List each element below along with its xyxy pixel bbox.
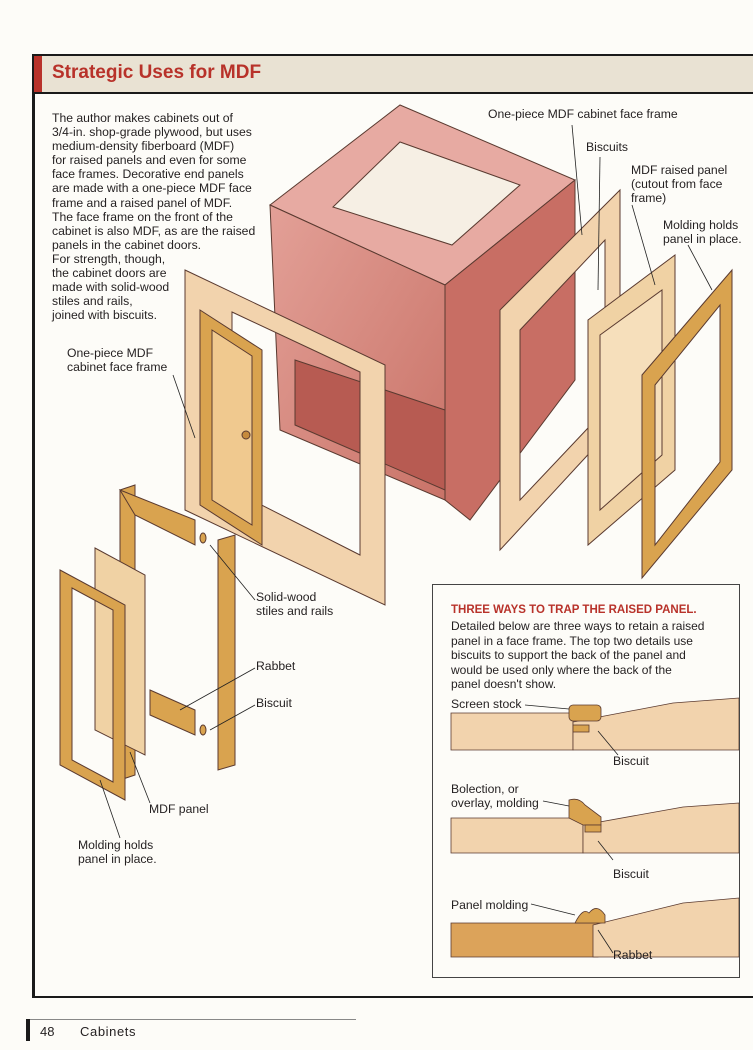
label-line: overlay, molding — [451, 796, 539, 811]
detail-bolection — [450, 798, 739, 861]
intro-line: made with solid-wood — [52, 280, 170, 295]
intro-line: the cabinet doors are — [52, 266, 167, 281]
label-screen-stock: Screen stock — [451, 697, 522, 711]
callout-molding-left: Molding holds panel in place. — [78, 838, 157, 866]
door-exploded — [59, 484, 236, 801]
callout-raised-panel: MDF raised panel (cutout from face frame… — [631, 163, 727, 206]
callout-line: One-piece MDF — [67, 346, 154, 360]
title-bar: Strategic Uses for MDF — [34, 56, 753, 94]
title-accent — [34, 56, 42, 92]
callout-line: Molding holds — [663, 218, 739, 232]
callout-line: panel in place. — [78, 852, 157, 867]
leader-lines — [99, 124, 713, 839]
callout-face-frame-left: One-piece MDF cabinet face frame — [67, 346, 167, 374]
callout-line: cabinet face frame — [67, 360, 168, 375]
inset-line: panel in a face frame. The top two detai… — [451, 633, 693, 648]
label-biscuit-2: Biscuit — [613, 867, 649, 881]
intro-line: medium-density fiberboard (MDF) — [52, 139, 235, 154]
detail-screen-stock — [450, 697, 739, 756]
inset-line: Detailed below are three ways to retain … — [451, 619, 705, 633]
intro-line: panels in the cabinet doors. — [52, 237, 202, 252]
callout-mdf-panel: MDF panel — [149, 802, 209, 816]
callout-biscuit: Biscuit — [256, 696, 292, 710]
intro-line: joined with biscuits. — [52, 308, 157, 323]
callout-line: MDF raised panel — [631, 163, 728, 177]
intro-line: cabinet is also MDF, as are the raised — [52, 223, 256, 238]
label-biscuit-1: Biscuit — [613, 754, 649, 768]
intro-line: The author makes cabinets out of — [52, 111, 233, 125]
footer-rule — [30, 1019, 356, 1020]
label-line: Bolection, or — [451, 782, 519, 796]
callout-face-frame-right: One-piece MDF cabinet face frame — [488, 107, 678, 121]
inset-line: biscuits to support the back of the pane… — [451, 648, 686, 663]
callout-stiles-rails: Solid-wood stiles and rails — [256, 590, 333, 618]
detail-panel-molding — [450, 897, 739, 958]
callout-line: Solid-wood — [256, 590, 317, 604]
intro-line: for raised panels and even for some — [52, 153, 247, 168]
callout-line: stiles and rails — [256, 604, 334, 619]
page-number: 48 — [40, 1024, 55, 1039]
intro-line: stiles and rails, — [52, 294, 133, 309]
inset-text: Detailed below are three ways to retain … — [451, 619, 704, 692]
label-bolection: Bolection, or overlay, molding — [451, 782, 539, 810]
right-face-frame — [499, 188, 733, 580]
inset-line: panel doesn't show. — [451, 677, 557, 692]
page-frame — [32, 54, 753, 998]
section-name: Cabinets — [80, 1024, 137, 1039]
callout-biscuits: Biscuits — [586, 140, 628, 154]
intro-line: face frames. Decorative end panels — [52, 167, 244, 182]
callout-line: frame) — [631, 191, 667, 206]
callout-line: Molding holds — [78, 838, 154, 852]
label-rabbet: Rabbet — [613, 948, 653, 962]
label-panel-molding: Panel molding — [451, 898, 529, 912]
intro-line: The face frame on the front of the — [52, 209, 233, 224]
intro-text: The author makes cabinets out of 3/4-in.… — [52, 111, 264, 322]
callout-line: (cutout from face — [631, 177, 723, 192]
joint-details — [450, 697, 739, 958]
inset-box: THREE WAYS TO TRAP THE RAISED PANEL. Det… — [432, 584, 740, 978]
inset-title: THREE WAYS TO TRAP THE RAISED PANEL. — [451, 604, 697, 616]
callout-molding-right: Molding holds panel in place. — [663, 218, 742, 246]
inset-line: would be used only where the back of the — [451, 662, 672, 677]
intro-line: frame and a raised panel of MDF. — [52, 195, 233, 210]
left-face-frame — [184, 269, 386, 606]
callout-rabbet: Rabbet — [256, 659, 296, 673]
callout-line: panel in place. — [663, 232, 742, 247]
intro-line: are made with a one-piece MDF face — [52, 181, 252, 196]
footer-bar — [26, 1019, 30, 1041]
page-title: Strategic Uses for MDF — [52, 62, 262, 83]
intro-line: 3/4-in. shop-grade plywood, but uses — [52, 125, 252, 140]
intro-line: For strength, though, — [52, 251, 166, 266]
